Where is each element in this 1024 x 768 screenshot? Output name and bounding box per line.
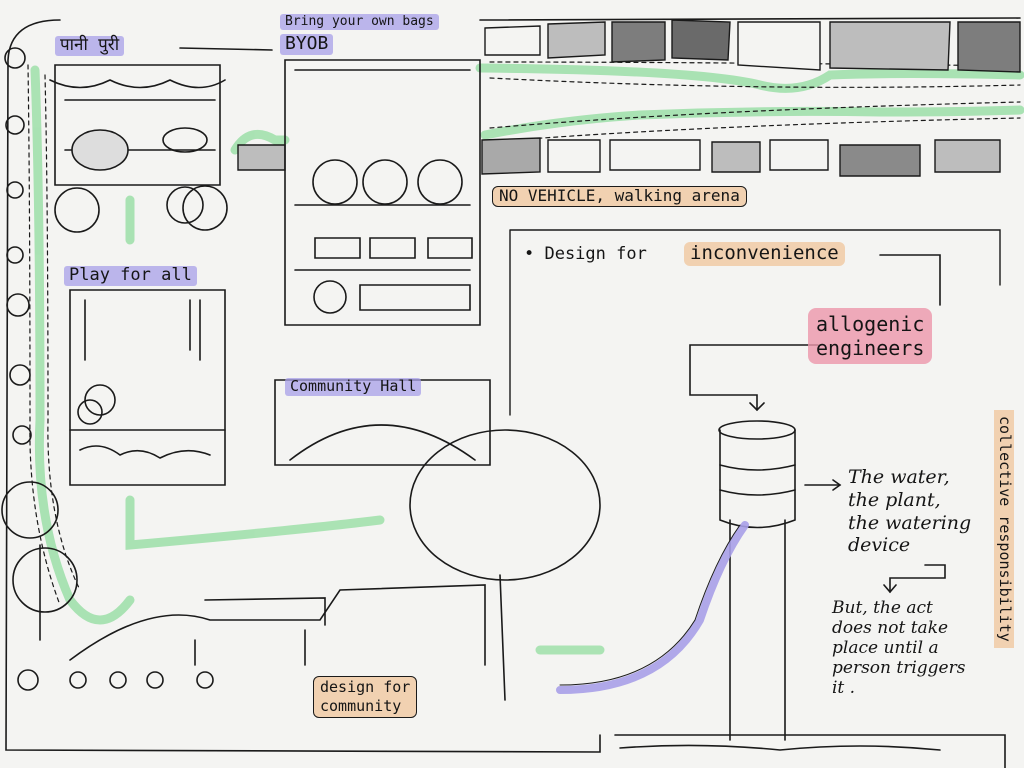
label-byob-line2: BYOB (280, 34, 334, 55)
act-note-line: person triggers (832, 658, 966, 679)
label-inconvenience: inconvenience (684, 242, 845, 266)
boundary-outline-right (479, 17, 1021, 21)
boundary-outline-top (179, 47, 273, 51)
community-line2: community (320, 696, 402, 715)
water-note-line: the watering (848, 511, 972, 534)
label-design-for: • Design for (524, 244, 647, 264)
play-for-all-stall (69, 289, 226, 486)
watering-device (614, 420, 1006, 768)
act-note-line: But, the act (832, 598, 933, 618)
label-collective-responsibility: collective responsibility (994, 410, 1014, 648)
label-pani-puri: पानी पुरी (55, 36, 125, 56)
allogenic-line2: engineers (816, 336, 925, 360)
boundary-outline (5, 19, 601, 753)
label-play-for-all: Play for all (64, 266, 197, 286)
bench (69, 584, 486, 666)
road-stones (237, 19, 1021, 177)
water-pipe (556, 521, 749, 694)
green-walking-path (30, 63, 1024, 655)
pani-puri-stall (49, 64, 228, 233)
label-design-for-community: design for community (313, 676, 418, 718)
flowers-column (4, 47, 32, 445)
act-note-line: does not take (832, 618, 949, 639)
tree-right (409, 429, 601, 701)
arrows (689, 254, 946, 594)
community-line1: design for (320, 678, 411, 696)
allogenic-line1: allogenic (816, 312, 925, 336)
tree-left (1, 481, 78, 641)
label-allogenic-engineers: allogenic engineers (808, 308, 933, 364)
byob-stall (284, 59, 481, 326)
label-community-hall: Community Hall (285, 378, 422, 396)
water-note-line: the plant, (848, 488, 941, 511)
water-pipe-outline (559, 524, 741, 686)
act-note-line: place until a (832, 638, 939, 659)
water-note-line: device (848, 534, 911, 557)
label-byob-line1: Bring your own bags (280, 14, 439, 30)
label-no-vehicle: NO VEHICLE, walking arena (492, 186, 747, 207)
act-note-line: it . (832, 678, 856, 699)
water-note-line: The water, (848, 466, 950, 488)
flowers-row (17, 669, 214, 691)
right-panel-frame (509, 229, 1001, 416)
act-note: But, the act does not take place until a… (832, 598, 965, 698)
water-note: The water, the plant, the watering devic… (848, 466, 971, 557)
